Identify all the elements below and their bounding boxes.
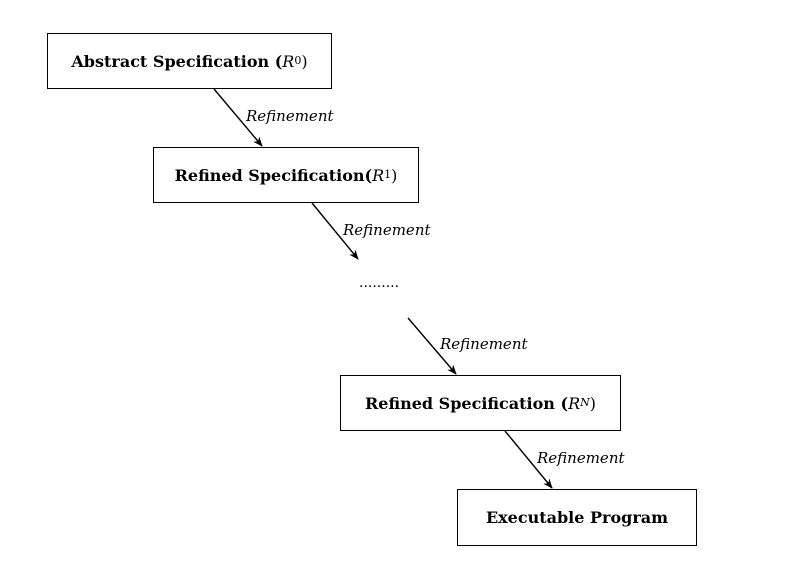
- abstract-specification-close: ): [301, 51, 308, 71]
- refined-specification-1-var: R: [372, 165, 385, 185]
- abstract-specification-label: Abstract Specification (: [71, 51, 283, 71]
- refined-specification-1-close: ): [391, 165, 398, 185]
- arrow-refined1-to-ellipsis: [311, 202, 359, 260]
- abstract-specification-var: R: [282, 51, 295, 71]
- arrow-ellipsis-to-refinedN: [407, 317, 457, 375]
- executable-program-box: Executable Program: [457, 489, 697, 546]
- edge-label-3: Refinement: [440, 335, 528, 353]
- arrow-refinedN-to-program: [504, 430, 553, 489]
- ellipsis: .........: [359, 275, 400, 291]
- refined-specification-n-close: ): [589, 393, 596, 413]
- arrow-abstract-to-refined1: [213, 88, 263, 147]
- refined-specification-n-label: Refined Specification (: [365, 393, 569, 413]
- refined-specification-1-label: Refined Specification(: [174, 165, 373, 185]
- edge-label-4: Refinement: [537, 449, 625, 467]
- edge-label-1: Refinement: [246, 107, 334, 125]
- executable-program-label: Executable Program: [485, 508, 669, 527]
- refined-specification-n-var: R: [568, 393, 581, 413]
- edge-label-2: Refinement: [343, 221, 431, 239]
